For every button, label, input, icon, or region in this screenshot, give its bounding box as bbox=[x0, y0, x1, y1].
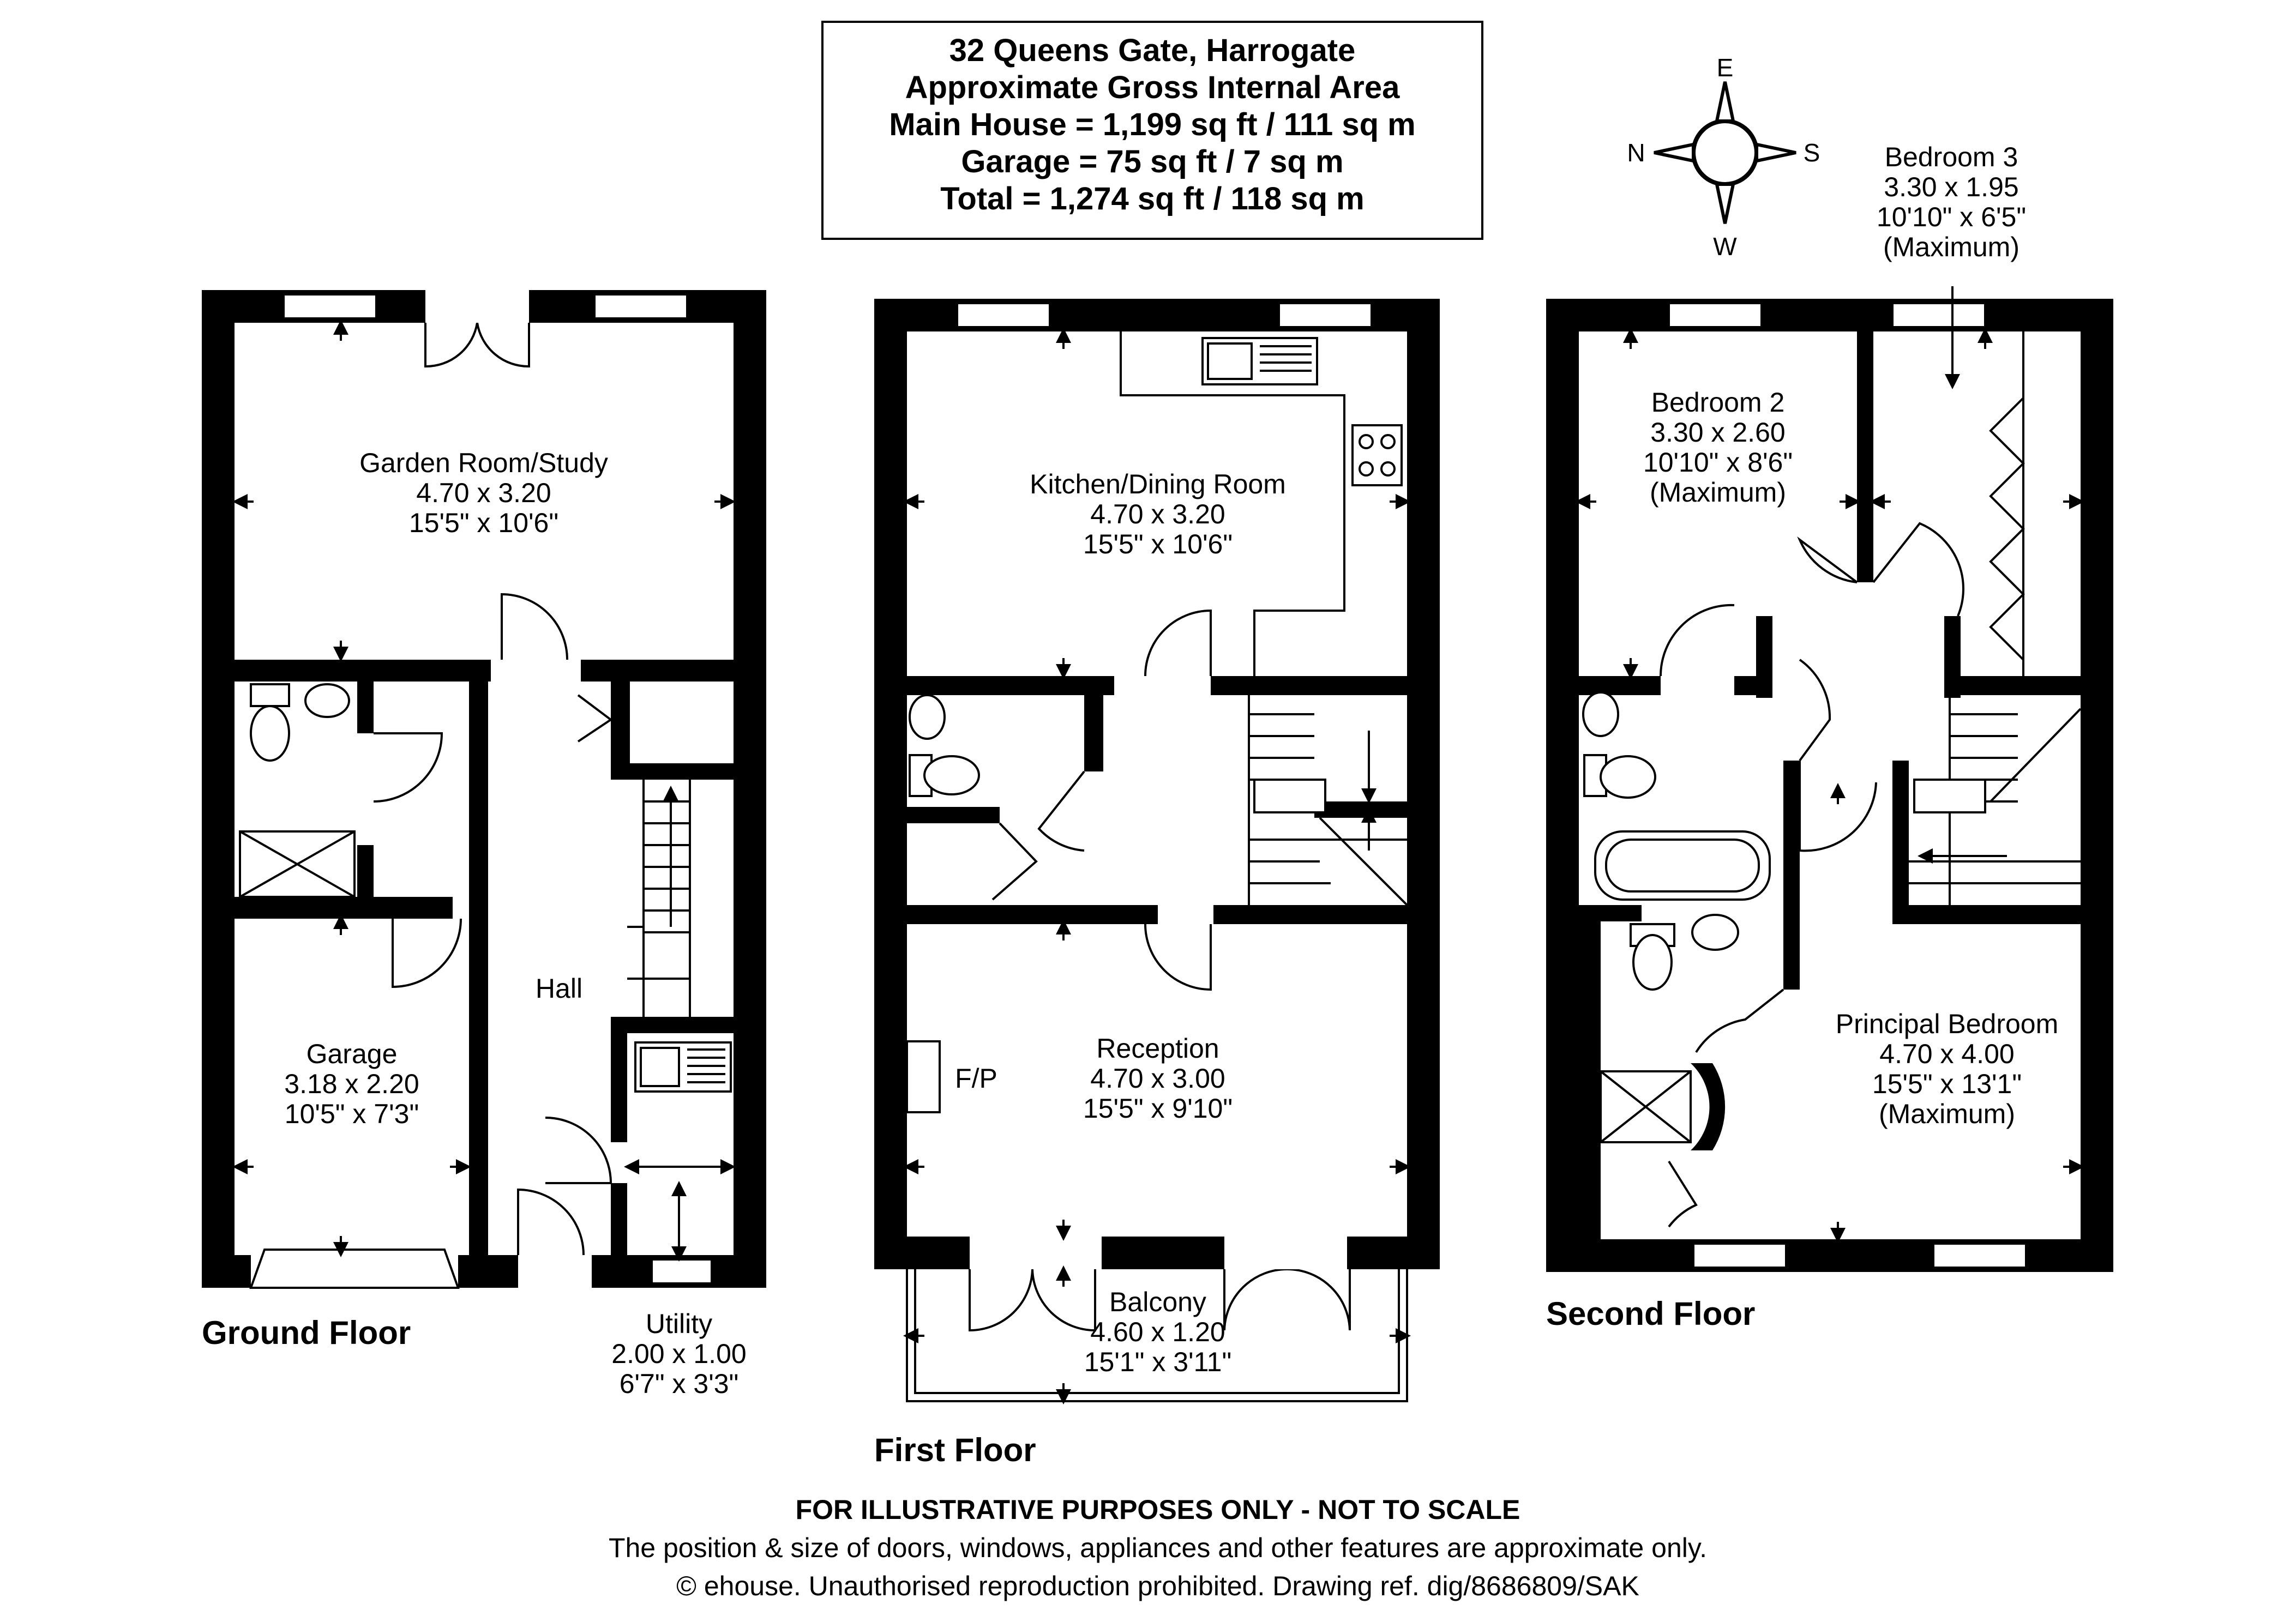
principal-metric: 4.70 x 4.00 bbox=[1879, 1039, 2014, 1069]
reception-name: Reception bbox=[1096, 1033, 1219, 1064]
kitchen-metric: 4.70 x 3.20 bbox=[1090, 499, 1225, 529]
compass-w-label: W bbox=[1713, 232, 1737, 261]
kitchen-imperial: 15'5" x 10'6" bbox=[1083, 529, 1233, 559]
bedroom3-name: Bedroom 3 bbox=[1885, 142, 2018, 172]
header-box: 32 Queens Gate, Harrogate Approximate Gr… bbox=[821, 21, 1483, 240]
principal-imperial: 15'5" x 13'1" bbox=[1872, 1069, 2022, 1099]
compass-s-label: S bbox=[1804, 138, 1820, 167]
hall-name: Hall bbox=[536, 973, 582, 1004]
garden-room-metric: 4.70 x 3.20 bbox=[416, 478, 551, 508]
area-title: Approximate Gross Internal Area bbox=[905, 70, 1401, 105]
approximate-note: The position & size of doors, windows, a… bbox=[609, 1533, 1707, 1563]
principal-note: (Maximum) bbox=[1879, 1099, 2015, 1129]
bedroom3-metric: 3.30 x 1.95 bbox=[1884, 172, 2018, 202]
utility-name: Utility bbox=[646, 1309, 712, 1339]
bedroom2-imperial: 10'10" x 8'6" bbox=[1643, 447, 1793, 478]
reception-imperial: 15'5" x 9'10" bbox=[1083, 1093, 1233, 1124]
bedroom2-note: (Maximum) bbox=[1650, 477, 1786, 508]
second-floor-label: Second Floor bbox=[1546, 1295, 1755, 1332]
bedroom3-imperial: 10'10" x 6'5" bbox=[1877, 202, 2026, 232]
ground-floor-plan: Garden Room/Study 4.70 x 3.20 15'5" x 10… bbox=[202, 290, 766, 1399]
garage-name: Garage bbox=[306, 1039, 398, 1069]
bedroom3-note: (Maximum) bbox=[1883, 232, 2019, 262]
reception-metric: 4.70 x 3.00 bbox=[1090, 1063, 1225, 1094]
balcony-imperial: 15'1" x 3'11" bbox=[1084, 1347, 1232, 1377]
compass-e-label: E bbox=[1717, 53, 1734, 82]
utility-imperial: 6'7" x 3'3" bbox=[620, 1368, 739, 1399]
copyright-note: © ehouse. Unauthorised reproduction proh… bbox=[676, 1571, 1639, 1601]
first-floor-plan: Kitchen/Dining Room 4.70 x 3.20 15'5" x … bbox=[874, 299, 1440, 1468]
fireplace-label: F/P bbox=[955, 1063, 997, 1094]
garage-metric: 3.18 x 2.20 bbox=[284, 1069, 419, 1099]
balcony-metric: 4.60 x 1.20 bbox=[1090, 1317, 1225, 1347]
garage-imperial: 10'5" x 7'3" bbox=[285, 1099, 419, 1129]
garage-area: Garage = 75 sq ft / 7 sq m bbox=[961, 144, 1343, 179]
footer: FOR ILLUSTRATIVE PURPOSES ONLY - NOT TO … bbox=[609, 1494, 1707, 1601]
compass-icon: E W N S bbox=[1627, 53, 1820, 261]
utility-metric: 2.00 x 1.00 bbox=[611, 1338, 746, 1369]
balcony-name: Balcony bbox=[1109, 1287, 1206, 1317]
first-floor-label: First Floor bbox=[874, 1432, 1036, 1468]
main-house-area: Main House = 1,199 sq ft / 111 sq m bbox=[889, 107, 1415, 142]
kitchen-name: Kitchen/Dining Room bbox=[1030, 469, 1286, 499]
garden-room-imperial: 15'5" x 10'6" bbox=[409, 508, 558, 538]
ground-floor-label: Ground Floor bbox=[202, 1315, 411, 1351]
address-title: 32 Queens Gate, Harrogate bbox=[949, 33, 1356, 68]
principal-name: Principal Bedroom bbox=[1836, 1009, 2059, 1039]
disclaimer: FOR ILLUSTRATIVE PURPOSES ONLY - NOT TO … bbox=[796, 1494, 1520, 1525]
bedroom2-name: Bedroom 2 bbox=[1651, 387, 1785, 418]
total-area: Total = 1,274 sq ft / 118 sq m bbox=[940, 181, 1364, 216]
compass-n-label: N bbox=[1627, 138, 1645, 167]
bedroom2-metric: 3.30 x 2.60 bbox=[1650, 417, 1785, 448]
second-floor-plan: Bedroom 2 3.30 x 2.60 10'10" x 8'6" (Max… bbox=[1546, 142, 2113, 1332]
garden-room-name: Garden Room/Study bbox=[359, 448, 608, 478]
